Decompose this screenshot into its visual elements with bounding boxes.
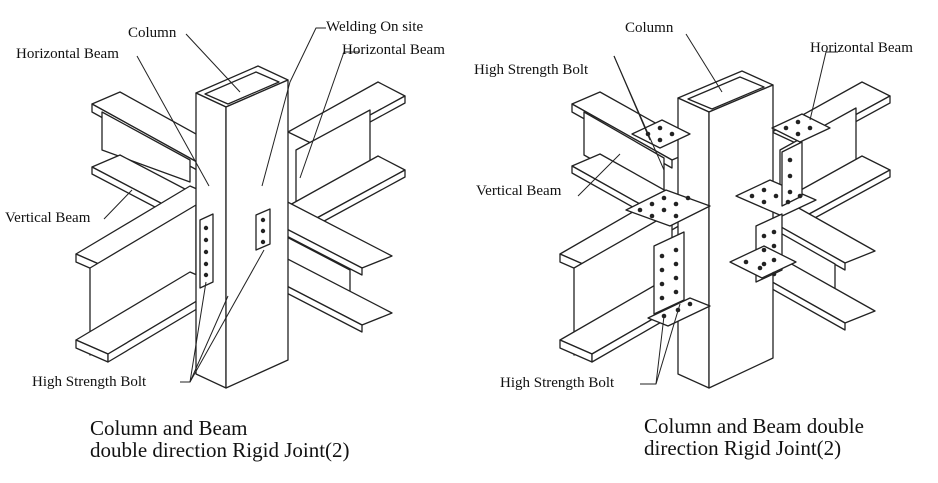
right-caption: Column and Beam double direction Rigid J… bbox=[644, 415, 864, 459]
right-label-vertical-beam: Vertical Beam bbox=[476, 183, 562, 199]
left-leader-lines bbox=[103, 27, 360, 383]
right-front-left-beam bbox=[559, 193, 697, 363]
left-rear-right-beam bbox=[287, 81, 406, 227]
left-label-vertical-beam: Vertical Beam bbox=[5, 210, 91, 226]
right-label-bolt-bottom: High Strength Bolt bbox=[500, 375, 615, 391]
left-bolt-plate-right bbox=[255, 208, 271, 251]
right-caption-line1: Column and Beam double bbox=[644, 414, 864, 438]
left-label-horizontal-beam-a: Horizontal Beam bbox=[16, 46, 119, 62]
left-joint-drawing bbox=[75, 27, 406, 389]
right-label-column: Column bbox=[625, 20, 674, 36]
left-bolt-plate-left bbox=[199, 213, 214, 289]
right-leader-lines bbox=[577, 33, 838, 385]
left-label-bolt: High Strength Bolt bbox=[32, 374, 147, 390]
right-joint-drawing bbox=[559, 33, 891, 389]
left-label-horizontal-beam-b: Horizontal Beam bbox=[342, 42, 445, 58]
left-caption: Column and Beam double direction Rigid J… bbox=[90, 417, 350, 461]
left-label-welding: Welding On site bbox=[326, 19, 424, 35]
right-label-horizontal-beam: Horizontal Beam bbox=[810, 40, 913, 56]
left-front-left-beam bbox=[75, 185, 223, 363]
left-label-column: Column bbox=[128, 25, 177, 41]
right-label-bolt-top: High Strength Bolt bbox=[474, 62, 589, 78]
left-caption-line2: double direction Rigid Joint(2) bbox=[90, 438, 350, 462]
right-caption-line2: direction Rigid Joint(2) bbox=[644, 436, 842, 460]
right-bolts bbox=[637, 119, 813, 319]
left-caption-line1: Column and Beam bbox=[90, 416, 248, 440]
